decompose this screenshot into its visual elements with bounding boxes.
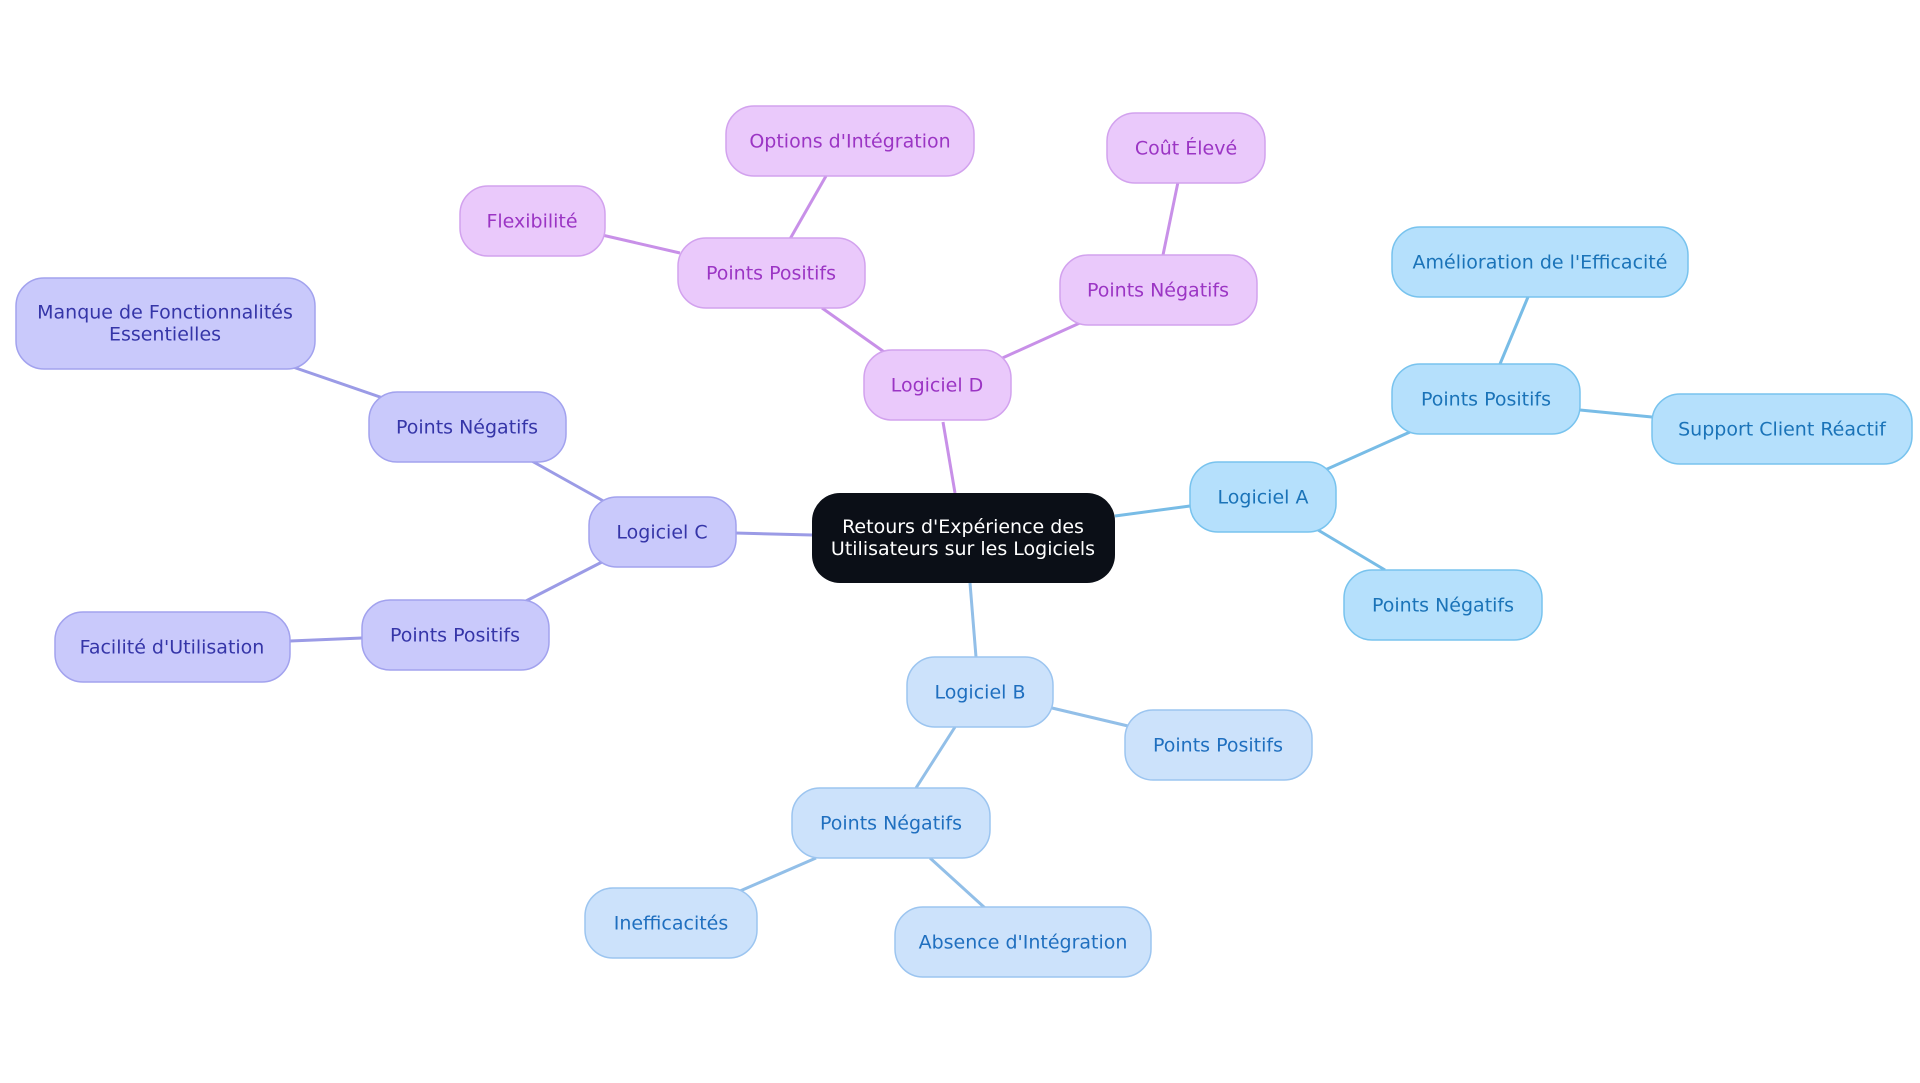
node-d-flexibilite-label: Flexibilité	[486, 211, 577, 233]
node-d-options-integration-label: Options d'Intégration	[749, 131, 950, 153]
node-d-points-positifs[interactable]: Points Positifs	[677, 237, 866, 309]
edge-a-positifs-efficacite	[1498, 296, 1530, 365]
node-a-amelioration-efficacite[interactable]: Amélioration de l'Efficacité	[1391, 226, 1689, 298]
node-a-support-client[interactable]: Support Client Réactif	[1651, 393, 1913, 465]
node-a-points-positifs-box	[1391, 363, 1581, 435]
edge-c-positifs-facilite	[289, 636, 363, 643]
node-d-cout-eleve[interactable]: Coût Élevé	[1106, 112, 1266, 184]
node-b-absence-integration-label: Absence d'Intégration	[919, 932, 1128, 954]
root-node-box	[812, 493, 1115, 583]
node-c-manque-fonctionnalites[interactable]: Manque de Fonctionnalités Essentielles	[15, 277, 316, 370]
edge-logiciel-a-negatifs	[1317, 528, 1386, 572]
edge-logiciel-d-positifs	[821, 306, 888, 356]
node-b-absence-integration[interactable]: Absence d'Intégration	[894, 906, 1152, 978]
edge-root-logiciel-c	[734, 531, 813, 537]
node-b-points-negatifs-box	[791, 787, 991, 859]
node-c-points-positifs[interactable]: Points Positifs	[361, 599, 550, 671]
node-d-options-integration-box	[725, 105, 975, 177]
node-logiciel-b-box	[906, 656, 1054, 728]
node-a-points-negatifs-box	[1343, 569, 1543, 641]
edge-root-logiciel-b	[968, 582, 978, 658]
node-logiciel-d-label: Logiciel D	[891, 375, 984, 397]
node-a-points-positifs-label: Points Positifs	[1421, 389, 1551, 411]
node-logiciel-a-box	[1189, 461, 1337, 533]
edge-b-negatifs-integration	[928, 856, 987, 910]
edge-d-negatifs-cout	[1161, 181, 1180, 256]
node-a-points-negatifs[interactable]: Points Négatifs	[1343, 569, 1543, 641]
node-b-inefficacites-box	[584, 887, 758, 959]
edge-root-logiciel-a	[1114, 504, 1191, 518]
node-logiciel-c-box	[588, 496, 737, 568]
edges	[289, 175, 1653, 910]
node-a-points-positifs[interactable]: Points Positifs	[1391, 363, 1581, 435]
edge-c-negatifs-manque	[289, 364, 384, 400]
node-b-inefficacites[interactable]: Inefficacités	[584, 887, 758, 959]
node-a-amelioration-efficacite-label: Amélioration de l'Efficacité	[1413, 252, 1668, 274]
edge-root-logiciel-d	[941, 421, 957, 494]
node-logiciel-c-label: Logiciel C	[616, 522, 707, 544]
node-d-points-negatifs-box	[1059, 254, 1258, 326]
node-d-flexibilite[interactable]: Flexibilité	[459, 185, 606, 257]
node-c-points-negatifs-label: Points Négatifs	[396, 417, 538, 439]
node-a-points-negatifs-label: Points Négatifs	[1372, 595, 1514, 617]
node-a-amelioration-efficacite-box	[1391, 226, 1689, 298]
node-c-points-negatifs-box	[368, 391, 567, 463]
node-a-support-client-box	[1651, 393, 1913, 465]
node-c-facilite-utilisation[interactable]: Facilité d'Utilisation	[54, 611, 291, 683]
edge-d-positifs-options	[788, 175, 828, 240]
edge-logiciel-a-positifs	[1324, 430, 1411, 472]
node-b-points-positifs-label: Points Positifs	[1153, 735, 1283, 757]
node-c-points-positifs-label: Points Positifs	[390, 625, 520, 647]
edge-d-positifs-flexibilite	[601, 233, 681, 255]
node-d-points-positifs-label: Points Positifs	[706, 263, 836, 285]
root-node[interactable]: Retours d'Expérience des Utilisateurs su…	[812, 493, 1115, 583]
node-c-points-negatifs[interactable]: Points Négatifs	[368, 391, 567, 463]
edge-logiciel-c-positifs	[523, 560, 603, 604]
node-c-points-positifs-box	[361, 599, 550, 671]
node-b-absence-integration-box	[894, 906, 1152, 978]
node-b-points-negatifs-label: Points Négatifs	[820, 813, 962, 835]
node-d-points-positifs-box	[677, 237, 866, 309]
node-b-points-positifs[interactable]: Points Positifs	[1124, 709, 1313, 781]
edge-logiciel-b-negatifs	[914, 726, 957, 789]
node-c-manque-fonctionnalites-label-line2: Essentielles	[109, 324, 221, 346]
root-node-label-line2: Utilisateurs sur les Logiciels	[831, 538, 1095, 560]
node-c-facilite-utilisation-label: Facilité d'Utilisation	[80, 637, 265, 659]
node-logiciel-c[interactable]: Logiciel C	[588, 496, 737, 568]
node-b-points-negatifs[interactable]: Points Négatifs	[791, 787, 991, 859]
node-logiciel-d[interactable]: Logiciel D	[863, 349, 1012, 421]
node-c-manque-fonctionnalites-label-line1: Manque de Fonctionnalités	[37, 302, 293, 324]
node-a-support-client-label: Support Client Réactif	[1678, 419, 1887, 441]
node-d-cout-eleve-label: Coût Élevé	[1135, 137, 1237, 160]
node-d-cout-eleve-box	[1106, 112, 1266, 184]
edge-b-negatifs-inefficacites	[739, 856, 817, 893]
node-c-manque-fonctionnalites-box	[15, 277, 316, 370]
edge-logiciel-d-negatifs	[997, 320, 1083, 362]
edge-logiciel-b-positifs	[1051, 706, 1129, 728]
node-b-inefficacites-label: Inefficacités	[614, 913, 729, 935]
edge-logiciel-c-negatifs	[529, 458, 608, 505]
node-d-options-integration[interactable]: Options d'Intégration	[725, 105, 975, 177]
node-d-points-negatifs[interactable]: Points Négatifs	[1059, 254, 1258, 326]
node-logiciel-a-label: Logiciel A	[1218, 487, 1309, 509]
node-d-flexibilite-box	[459, 185, 606, 257]
node-logiciel-b-label: Logiciel B	[935, 682, 1026, 704]
node-logiciel-a[interactable]: Logiciel A	[1189, 461, 1337, 533]
root-node-label-line1: Retours d'Expérience des	[842, 516, 1084, 538]
edge-a-positifs-support	[1579, 408, 1653, 419]
node-b-points-positifs-box	[1124, 709, 1313, 781]
node-logiciel-d-box	[863, 349, 1012, 421]
node-logiciel-b[interactable]: Logiciel B	[906, 656, 1054, 728]
node-c-facilite-utilisation-box	[54, 611, 291, 683]
node-d-points-negatifs-label: Points Négatifs	[1087, 280, 1229, 302]
